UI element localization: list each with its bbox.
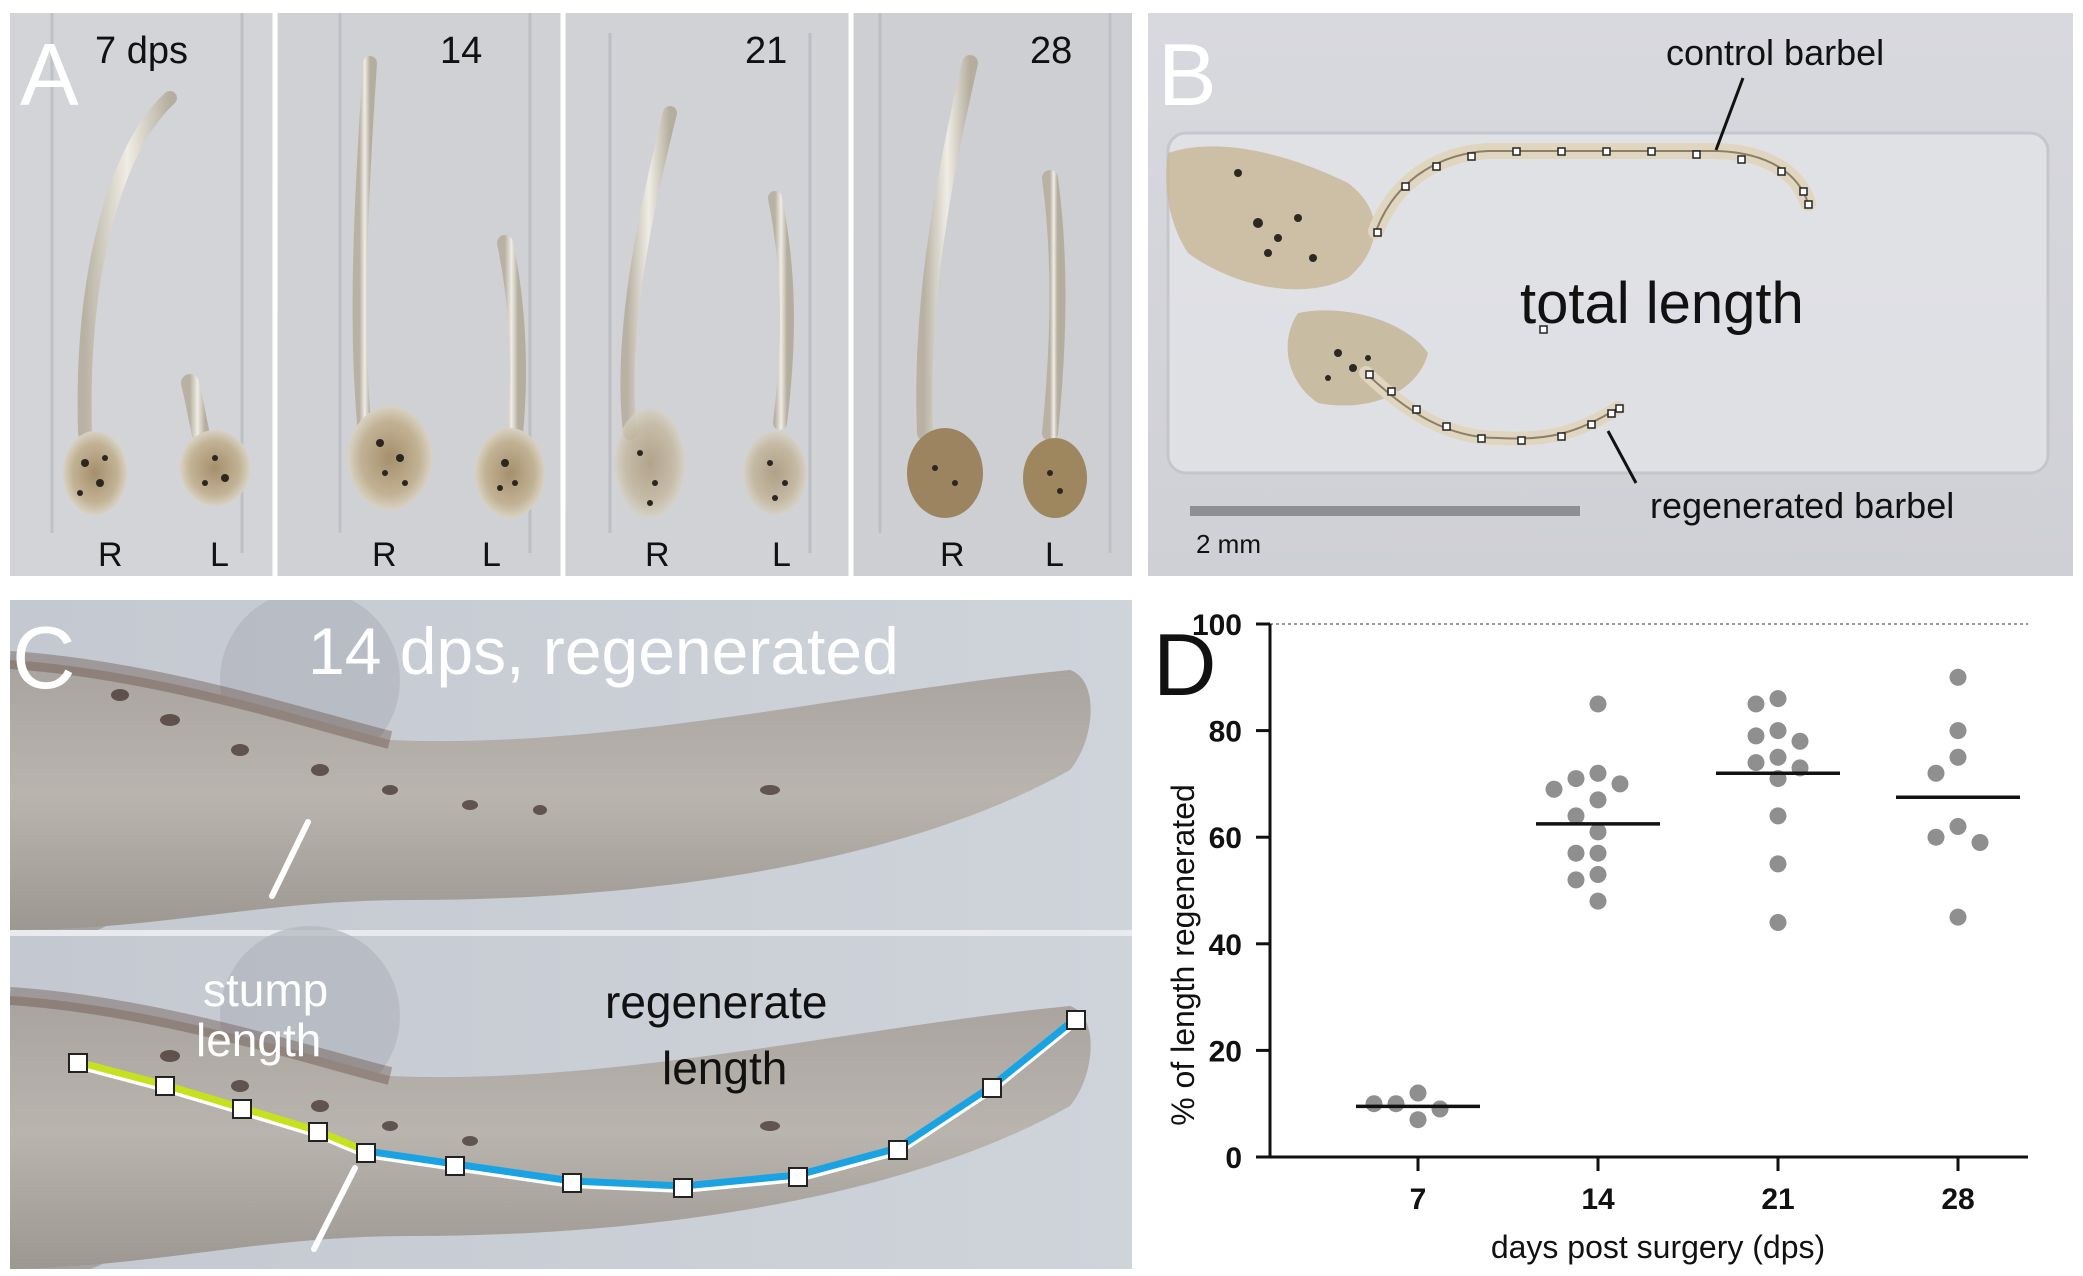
data-point-7dps bbox=[1431, 1100, 1449, 1118]
data-point-28dps bbox=[1949, 908, 1967, 926]
panel-c: C 14 dps, regenerated stump length regen… bbox=[10, 600, 1132, 1269]
x-tick-label: 28 bbox=[1941, 1183, 1974, 1216]
x-tick-label: 21 bbox=[1761, 1183, 1794, 1216]
data-point-14dps bbox=[1589, 823, 1607, 841]
data-point-14dps bbox=[1589, 866, 1607, 884]
data-point-14dps bbox=[1589, 892, 1607, 910]
data-point-21dps bbox=[1747, 754, 1765, 772]
day-label-21: 21 bbox=[745, 30, 787, 72]
data-point-21dps bbox=[1769, 690, 1787, 708]
data-point-14dps bbox=[1589, 695, 1607, 713]
stump-label-line1: stump bbox=[203, 964, 328, 1016]
x-axis-label: days post surgery (dps) bbox=[1491, 1229, 1825, 1265]
data-point-28dps bbox=[1949, 818, 1967, 836]
total-length-label: total length bbox=[1520, 271, 1804, 336]
data-point-14dps bbox=[1567, 770, 1585, 788]
side-label-l: L bbox=[482, 536, 501, 574]
stump-label-line2: length bbox=[196, 1014, 321, 1066]
data-point-7dps bbox=[1409, 1111, 1427, 1129]
panel-a: A 7 dps 14 21 28 R L R L R L R L bbox=[10, 13, 1132, 576]
data-point-14dps bbox=[1589, 764, 1607, 782]
day-label-14: 14 bbox=[440, 30, 482, 72]
y-tick-label: 100 bbox=[1192, 609, 1242, 642]
y-tick-label: 0 bbox=[1225, 1142, 1242, 1175]
data-point-21dps bbox=[1769, 807, 1787, 825]
day-label-7: 7 dps bbox=[95, 30, 188, 72]
y-tick-label: 40 bbox=[1209, 929, 1242, 962]
panel-a-micrograph: A 7 dps 14 21 28 R L R L R L R L bbox=[10, 13, 1132, 576]
data-point-14dps bbox=[1567, 871, 1585, 889]
y-axis-label: % of length regenerated bbox=[1165, 784, 1201, 1126]
data-point-21dps bbox=[1769, 722, 1787, 740]
data-point-14dps bbox=[1567, 844, 1585, 862]
day-label-28: 28 bbox=[1030, 30, 1072, 72]
side-label-r: R bbox=[372, 536, 397, 574]
y-tick-label: 20 bbox=[1209, 1035, 1242, 1068]
scale-bar-label: 2 mm bbox=[1196, 529, 1261, 559]
data-point-21dps bbox=[1747, 695, 1765, 713]
panel-b-micrograph: B control barbel total length regenerate… bbox=[1148, 13, 2073, 576]
x-tick-label: 14 bbox=[1581, 1183, 1615, 1216]
data-point-14dps bbox=[1611, 775, 1629, 793]
data-point-28dps bbox=[1927, 828, 1945, 846]
panel-d-scatter-chart: D % of length regenerated days post surg… bbox=[1148, 600, 2073, 1269]
data-point-14dps bbox=[1567, 807, 1585, 825]
regenerated-barbel-label: regenerated barbel bbox=[1650, 485, 1954, 526]
side-label-r: R bbox=[98, 536, 123, 574]
panel-c-micrograph: C 14 dps, regenerated stump length regen… bbox=[10, 600, 1132, 1269]
data-point-14dps bbox=[1545, 780, 1563, 798]
side-label-r: R bbox=[940, 536, 965, 574]
panel-letter: C bbox=[12, 608, 76, 707]
y-tick-label: 80 bbox=[1209, 716, 1242, 749]
data-point-7dps bbox=[1387, 1095, 1405, 1113]
side-label-l: L bbox=[210, 536, 229, 574]
data-point-28dps bbox=[1949, 748, 1967, 766]
panel-b: B control barbel total length regenerate… bbox=[1148, 13, 2073, 576]
side-label-l: L bbox=[772, 536, 791, 574]
data-point-7dps bbox=[1409, 1084, 1427, 1102]
regenerate-label-line1: regenerate bbox=[605, 976, 828, 1028]
data-point-28dps bbox=[1971, 834, 1989, 852]
panel-d: D % of length regenerated days post surg… bbox=[1148, 600, 2073, 1269]
data-point-28dps bbox=[1927, 764, 1945, 782]
data-point-21dps bbox=[1769, 748, 1787, 766]
data-point-21dps bbox=[1747, 727, 1765, 745]
regenerate-label-line2: length bbox=[662, 1042, 787, 1094]
panel-letter: B bbox=[1158, 25, 1217, 124]
panel-letter: A bbox=[20, 25, 79, 124]
data-point-28dps bbox=[1949, 668, 1967, 686]
data-point-21dps bbox=[1791, 732, 1809, 750]
side-label-r: R bbox=[645, 536, 670, 574]
data-point-28dps bbox=[1949, 722, 1967, 740]
side-label-l: L bbox=[1045, 536, 1064, 574]
x-tick-label: 7 bbox=[1410, 1183, 1427, 1216]
data-point-14dps bbox=[1589, 844, 1607, 862]
data-point-7dps bbox=[1365, 1095, 1383, 1113]
panel-letter: D bbox=[1153, 615, 1217, 714]
data-point-21dps bbox=[1769, 913, 1787, 931]
control-barbel-label: control barbel bbox=[1666, 32, 1884, 73]
y-tick-label: 60 bbox=[1209, 822, 1242, 855]
data-point-14dps bbox=[1589, 791, 1607, 809]
regenerate-length-trace bbox=[365, 1015, 1079, 1190]
data-point-21dps bbox=[1769, 855, 1787, 873]
panel-c-title: 14 dps, regenerated bbox=[308, 614, 899, 688]
